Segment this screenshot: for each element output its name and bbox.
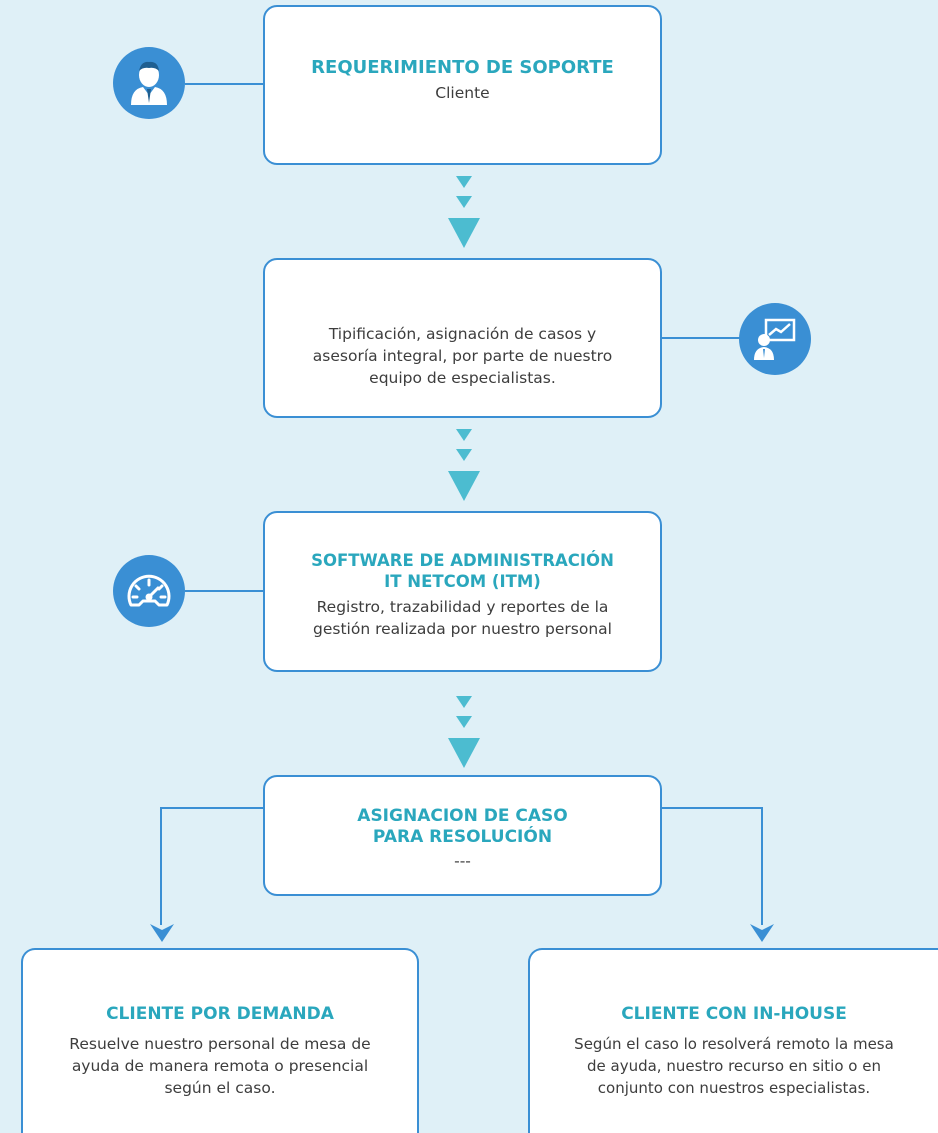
branch-on-demand-title: CLIENTE POR DEMANDA — [106, 1004, 334, 1024]
step-itm-software: SOFTWARE DE ADMINISTRACIÓN IT NETCOM (IT… — [263, 511, 662, 672]
step-itm-title-line-2: IT NETCOM (ITM) — [384, 571, 541, 591]
branch-in-house-line-2: de ayuda, nuestro recurso en sitio o en — [587, 1057, 881, 1075]
step-itm-body-line-1: Registro, trazabilidad y reportes de la — [316, 597, 609, 616]
down-arrows-3 — [448, 696, 480, 768]
step-typification-line-2: asesoría integral, por parte de nuestro — [312, 347, 613, 365]
step-case-assignment: ASIGNACION DE CASO PARA RESOLUCIÓN --- — [263, 775, 662, 896]
speedometer-icon — [113, 555, 185, 627]
branch-on-demand-line-2: ayuda de manera remota o presencial — [71, 1057, 369, 1075]
step-itm-title-line-1: SOFTWARE DE ADMINISTRACIÓN — [311, 550, 614, 570]
branch-connector-left-v — [160, 807, 162, 925]
step-case-assignment-title-line-1: ASIGNACION DE CASO — [357, 806, 568, 826]
step-case-assignment-body: --- — [454, 852, 471, 870]
step-typification-line-3: equipo de especialistas. — [369, 369, 556, 387]
presenter-chart-icon — [739, 303, 811, 375]
branch-arrow-right — [750, 924, 774, 942]
step-typification-line-1: Tipificación, asignación de casos y — [328, 325, 597, 343]
down-arrows-1 — [448, 176, 480, 248]
step-case-assignment-title-line-2: PARA RESOLUCIÓN — [372, 827, 553, 847]
branch-connector-right-h — [661, 807, 763, 809]
step-typification: Tipificación, asignación de casos y ases… — [263, 258, 662, 418]
branch-arrow-left — [150, 924, 174, 942]
branch-on-demand-line-1: Resuelve nuestro personal de mesa de — [69, 1035, 371, 1053]
step-support-request-title: REQUERIMIENTO DE SOPORTE — [311, 57, 614, 78]
branch-on-demand-line-3: según el caso. — [164, 1079, 276, 1097]
connector-step2-icon — [661, 337, 741, 339]
step-itm-body-line-2: gestión realizada por nuestro personal — [313, 619, 612, 638]
branch-in-house-line-1: Según el caso lo resolverá remoto la mes… — [574, 1035, 894, 1053]
connector-step3-icon — [185, 590, 263, 592]
branch-in-house-title: CLIENTE CON IN-HOUSE — [621, 1004, 847, 1024]
connector-step1-icon — [185, 83, 263, 85]
branch-in-house-client: CLIENTE CON IN-HOUSE Según el caso lo re… — [528, 948, 938, 1133]
step-support-request-body: Cliente — [435, 84, 490, 102]
branch-on-demand-client: CLIENTE POR DEMANDA Resuelve nuestro per… — [21, 948, 419, 1133]
branch-connector-right-v — [761, 807, 763, 925]
branch-connector-left-h — [161, 807, 263, 809]
branch-in-house-line-3: conjunto con nuestros especialistas. — [597, 1079, 871, 1097]
client-person-icon — [113, 47, 185, 119]
step-support-request: REQUERIMIENTO DE SOPORTE Cliente — [263, 5, 662, 165]
down-arrows-2 — [448, 429, 480, 501]
